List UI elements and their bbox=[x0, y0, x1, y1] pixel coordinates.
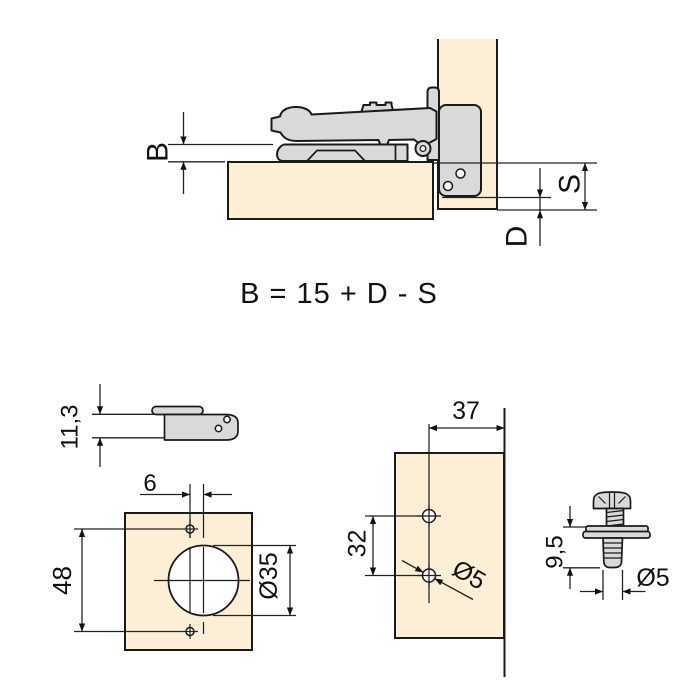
plate-screw-hole bbox=[455, 168, 466, 179]
cup-detail-line bbox=[306, 149, 366, 162]
screw-flange-lower bbox=[582, 530, 651, 539]
dimension-d35: Ø35 bbox=[213, 544, 296, 617]
dim-label-9-5: 9,5 bbox=[542, 535, 569, 568]
dim-label-6: 6 bbox=[143, 470, 156, 497]
dim-label-d5-screw: Ø5 bbox=[636, 564, 669, 592]
plate-body-profile bbox=[163, 413, 239, 441]
shank-rib-lines bbox=[603, 542, 622, 559]
cross-section-view: B S D bbox=[142, 39, 597, 247]
dimension-32: 32 bbox=[344, 515, 421, 577]
dim-label-b: B bbox=[142, 142, 175, 162]
door-drilling-pattern: 6 48 Ø35 bbox=[47, 470, 296, 651]
hinge-arm bbox=[270, 106, 438, 148]
dim-label-s: S bbox=[554, 174, 587, 194]
dim-label-11-3: 11,3 bbox=[57, 405, 84, 450]
screw-head bbox=[592, 491, 632, 510]
side-panel-face bbox=[394, 452, 505, 639]
pivot-pin bbox=[419, 145, 427, 153]
plate-hole bbox=[223, 415, 231, 424]
hole-cross-marks bbox=[417, 505, 441, 587]
dimension-b: B bbox=[142, 112, 273, 194]
plate-screw-hole bbox=[442, 180, 454, 192]
mounting-plate bbox=[438, 104, 482, 197]
dimension-d: D bbox=[442, 168, 551, 247]
hinge-cup-base bbox=[276, 143, 409, 162]
dim-label-32: 32 bbox=[344, 530, 372, 558]
hinge-assembly bbox=[270, 86, 482, 197]
dimension-6: 6 bbox=[140, 470, 232, 498]
cabinet-door bbox=[227, 161, 434, 220]
dimension-d5-screw: Ø5 bbox=[580, 564, 670, 600]
euro-screw-view: 9,5 Ø5 bbox=[542, 491, 670, 600]
plate-hole bbox=[214, 424, 223, 433]
dimension-48: 48 bbox=[47, 528, 198, 633]
dim-label-d35: Ø35 bbox=[255, 552, 283, 599]
dimension-11-3: 11,3 bbox=[57, 384, 164, 467]
side-panel-drilling-pattern: 37 32 Ø5 bbox=[344, 397, 506, 677]
formula-text: B = 15 + D - S bbox=[240, 278, 438, 310]
mounting-plate-side-view: 11,3 bbox=[57, 384, 239, 467]
dimension-37: 37 bbox=[429, 397, 505, 432]
dimension-s: S bbox=[433, 162, 597, 211]
dim-label-37: 37 bbox=[452, 397, 480, 425]
dim-label-d: D bbox=[501, 226, 534, 248]
dimension-9-5: 9,5 bbox=[542, 506, 600, 589]
plate-tab-profile bbox=[151, 405, 204, 416]
dim-label-48: 48 bbox=[47, 566, 77, 595]
screw-thread-lines bbox=[606, 509, 624, 527]
screw-drive-slots bbox=[598, 493, 626, 509]
